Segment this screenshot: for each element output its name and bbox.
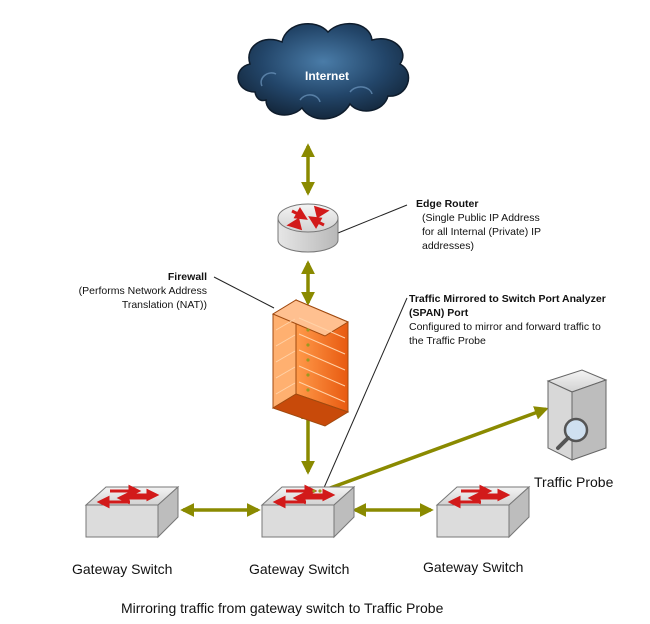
link-span-probe	[321, 406, 549, 493]
switch-right-icon	[435, 485, 531, 539]
firewall-callout: Firewall (Performs Network Address Trans…	[52, 270, 207, 312]
edge-router-desc-2: for all Internal (Private) IP	[422, 226, 542, 238]
span-callout-line	[322, 297, 408, 491]
cloud-icon	[237, 22, 410, 120]
firewall-desc-1: (Performs Network Address	[78, 285, 207, 297]
span-desc-1: Configured to mirror and forward traffic…	[409, 321, 601, 333]
traffic-probe-label: Traffic Probe	[534, 474, 614, 490]
firewall-callout-line	[213, 276, 275, 309]
switch-left-icon	[84, 485, 180, 539]
firewall-title: Firewall	[167, 271, 207, 283]
span-port-marker	[312, 489, 322, 493]
edge-router-desc-1: (Single Public IP Address	[422, 212, 540, 224]
switch-left-label: Gateway Switch	[72, 561, 173, 577]
edge-router-callout: Edge Router (Single Public IP Address fo…	[416, 197, 616, 253]
edge-router-title: Edge Router	[416, 198, 479, 210]
diagram-caption: Mirroring traffic from gateway switch to…	[121, 600, 444, 616]
switch-center-label: Gateway Switch	[249, 561, 350, 577]
edge-router-desc-3: addresses)	[422, 240, 474, 252]
switch-center-icon	[260, 485, 356, 539]
server-magnifier-icon	[546, 369, 608, 461]
router-icon	[277, 203, 339, 253]
router-callout-line	[337, 204, 408, 234]
span-desc-2: the Traffic Probe	[409, 335, 486, 347]
firewall-icon	[271, 299, 350, 427]
firewall-desc-2: Translation (NAT))	[121, 299, 207, 311]
switch-right-label: Gateway Switch	[423, 559, 524, 575]
span-title-2: (SPAN) Port	[409, 307, 469, 319]
internet-label: Internet	[305, 69, 350, 83]
span-callout: Traffic Mirrored to Switch Port Analyzer…	[409, 292, 639, 348]
span-title-1: Traffic Mirrored to Switch Port Analyzer	[409, 293, 606, 305]
callout-lines	[213, 204, 408, 491]
